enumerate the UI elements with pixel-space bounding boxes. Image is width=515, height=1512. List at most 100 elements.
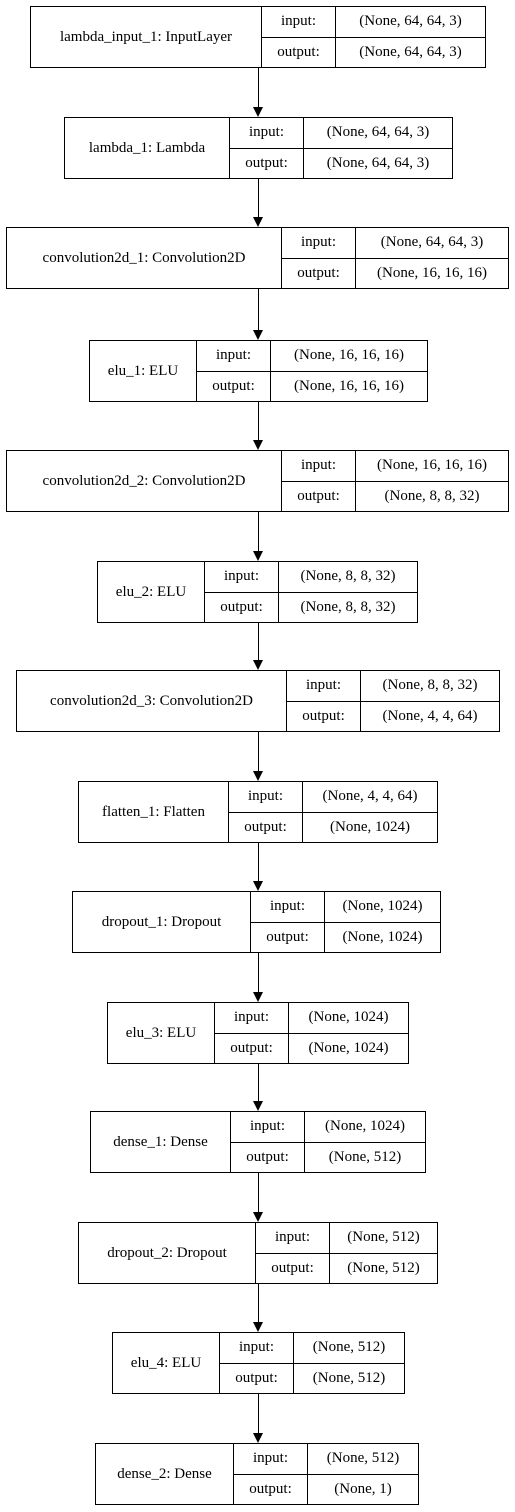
output-label: output:: [287, 700, 360, 732]
output-shape: (None, 16, 16, 16): [271, 370, 427, 402]
layer-name: elu_1: ELU: [90, 341, 197, 401]
output-shape: (None, 1024): [303, 811, 437, 843]
output-shape: (None, 64, 64, 3): [336, 36, 485, 68]
connector-line-7: [258, 732, 259, 771]
layer-node-7: convolution2d_3: Convolution2D input: outp…: [16, 670, 500, 732]
layer-name: elu_4: ELU: [113, 1333, 220, 1393]
layer-name: lambda_input_1: InputLayer: [31, 7, 262, 67]
arrowhead-icon: [253, 1433, 263, 1443]
connector-line-4: [258, 402, 259, 440]
connector-line-3: [258, 289, 259, 330]
input-label: input:: [280, 13, 316, 30]
port-labels: input:output:: [197, 341, 271, 401]
connector-line-13: [258, 1394, 259, 1433]
shape-values: (None, 8, 8, 32)(None, 8, 8, 32): [279, 562, 417, 622]
arrowhead-icon: [253, 107, 263, 117]
layer-name: dense_1: Dense: [91, 1112, 231, 1172]
layer-name: flatten_1: Flatten: [79, 782, 229, 842]
input-label: input:: [223, 568, 259, 585]
connector-line-1: [258, 68, 259, 107]
input-label: input:: [305, 677, 341, 694]
output-shape: (None, 64, 64, 3): [304, 147, 452, 179]
shape-values: (None, 64, 64, 3)(None, 16, 16, 16): [356, 228, 508, 288]
arrowhead-icon: [253, 881, 263, 891]
shape-values: (None, 64, 64, 3) (None, 64, 64, 3): [304, 118, 452, 178]
layer-name: elu_2: ELU: [98, 562, 205, 622]
arrowhead-icon: [253, 551, 263, 561]
shape-values: (None, 512) (None, 512): [294, 1333, 404, 1393]
output-shape: (None, 512): [305, 1141, 425, 1173]
output-shape: (None, 512): [294, 1362, 404, 1394]
input-label: input:: [248, 124, 284, 141]
input-shape: (None, 16, 16, 16): [294, 347, 404, 364]
shape-values: (None, 16, 16, 16) (None, 16, 16, 16): [271, 341, 427, 401]
input-label: input:: [300, 234, 336, 251]
output-shape: (None, 16, 16, 16): [356, 257, 508, 289]
input-shape: (None, 1024): [342, 898, 423, 915]
arrowhead-icon: [253, 660, 263, 670]
output-label: output:: [215, 1032, 288, 1064]
input-label: input:: [238, 1339, 274, 1356]
layer-name: convolution2d_2: Convolution2D: [7, 451, 282, 511]
arrowhead-icon: [253, 1212, 263, 1222]
port-labels: input: output:: [230, 118, 304, 178]
layer-name: convolution2d_3: Convolution2D: [17, 671, 287, 731]
input-shape: (None, 8, 8, 32): [382, 677, 478, 694]
port-labels: input: output:: [229, 782, 303, 842]
layer-node-1: lambda_input_1: InputLayer input: output:(…: [30, 6, 486, 68]
layer-name: lambda_1: Lambda: [65, 118, 230, 178]
output-label: output:: [230, 147, 303, 179]
port-labels: input: output:: [215, 1003, 289, 1063]
connector-line-10: [258, 1064, 259, 1101]
port-labels: input: output:: [205, 562, 279, 622]
connector-line-2: [258, 179, 259, 217]
output-label: output:: [234, 1473, 307, 1505]
layer-name: dense_2: Dense: [96, 1444, 234, 1504]
output-label: output:: [205, 591, 278, 623]
port-labels: input: output:: [251, 892, 325, 952]
shape-values: (None, 8, 8, 32)(None, 4, 4, 64): [361, 671, 499, 731]
output-label: output:: [220, 1362, 293, 1394]
input-shape: (None, 1024): [308, 1009, 389, 1026]
port-labels: input:output:: [231, 1112, 305, 1172]
input-shape: (None, 4, 4, 64): [322, 788, 418, 805]
output-label: output:: [262, 36, 335, 68]
output-label: output:: [229, 811, 302, 843]
output-label: output:: [251, 921, 324, 953]
input-label: input:: [274, 1229, 310, 1246]
input-label: input:: [249, 1118, 285, 1135]
input-shape: (None, 512): [326, 1450, 400, 1467]
shape-values: (None, 4, 4, 64) (None, 1024): [303, 782, 437, 842]
arrowhead-icon: [253, 992, 263, 1002]
input-label: input:: [215, 347, 251, 364]
input-shape: (None, 512): [312, 1339, 386, 1356]
connector-line-12: [258, 1284, 259, 1322]
output-shape: (None, 1024): [325, 921, 440, 953]
input-label: input:: [300, 457, 336, 474]
input-label: input:: [247, 788, 283, 805]
layer-name: dropout_2: Dropout: [79, 1223, 256, 1283]
output-shape: (None, 1024): [289, 1032, 408, 1064]
input-shape: (None, 64, 64, 3): [326, 124, 430, 141]
arrowhead-icon: [253, 217, 263, 227]
input-label: input:: [233, 1009, 269, 1026]
port-labels: input: output:: [287, 671, 361, 731]
arrowhead-icon: [253, 440, 263, 450]
connector-line-11: [258, 1173, 259, 1212]
shape-values: (None, 1024)(None, 512): [305, 1112, 425, 1172]
shape-values: (None, 1024) (None, 1024): [325, 892, 440, 952]
connector-line-9: [258, 953, 259, 992]
input-label: input:: [252, 1450, 288, 1467]
input-label: input:: [269, 898, 305, 915]
arrowhead-icon: [253, 1322, 263, 1332]
layer-name: dropout_1: Dropout: [73, 892, 251, 952]
